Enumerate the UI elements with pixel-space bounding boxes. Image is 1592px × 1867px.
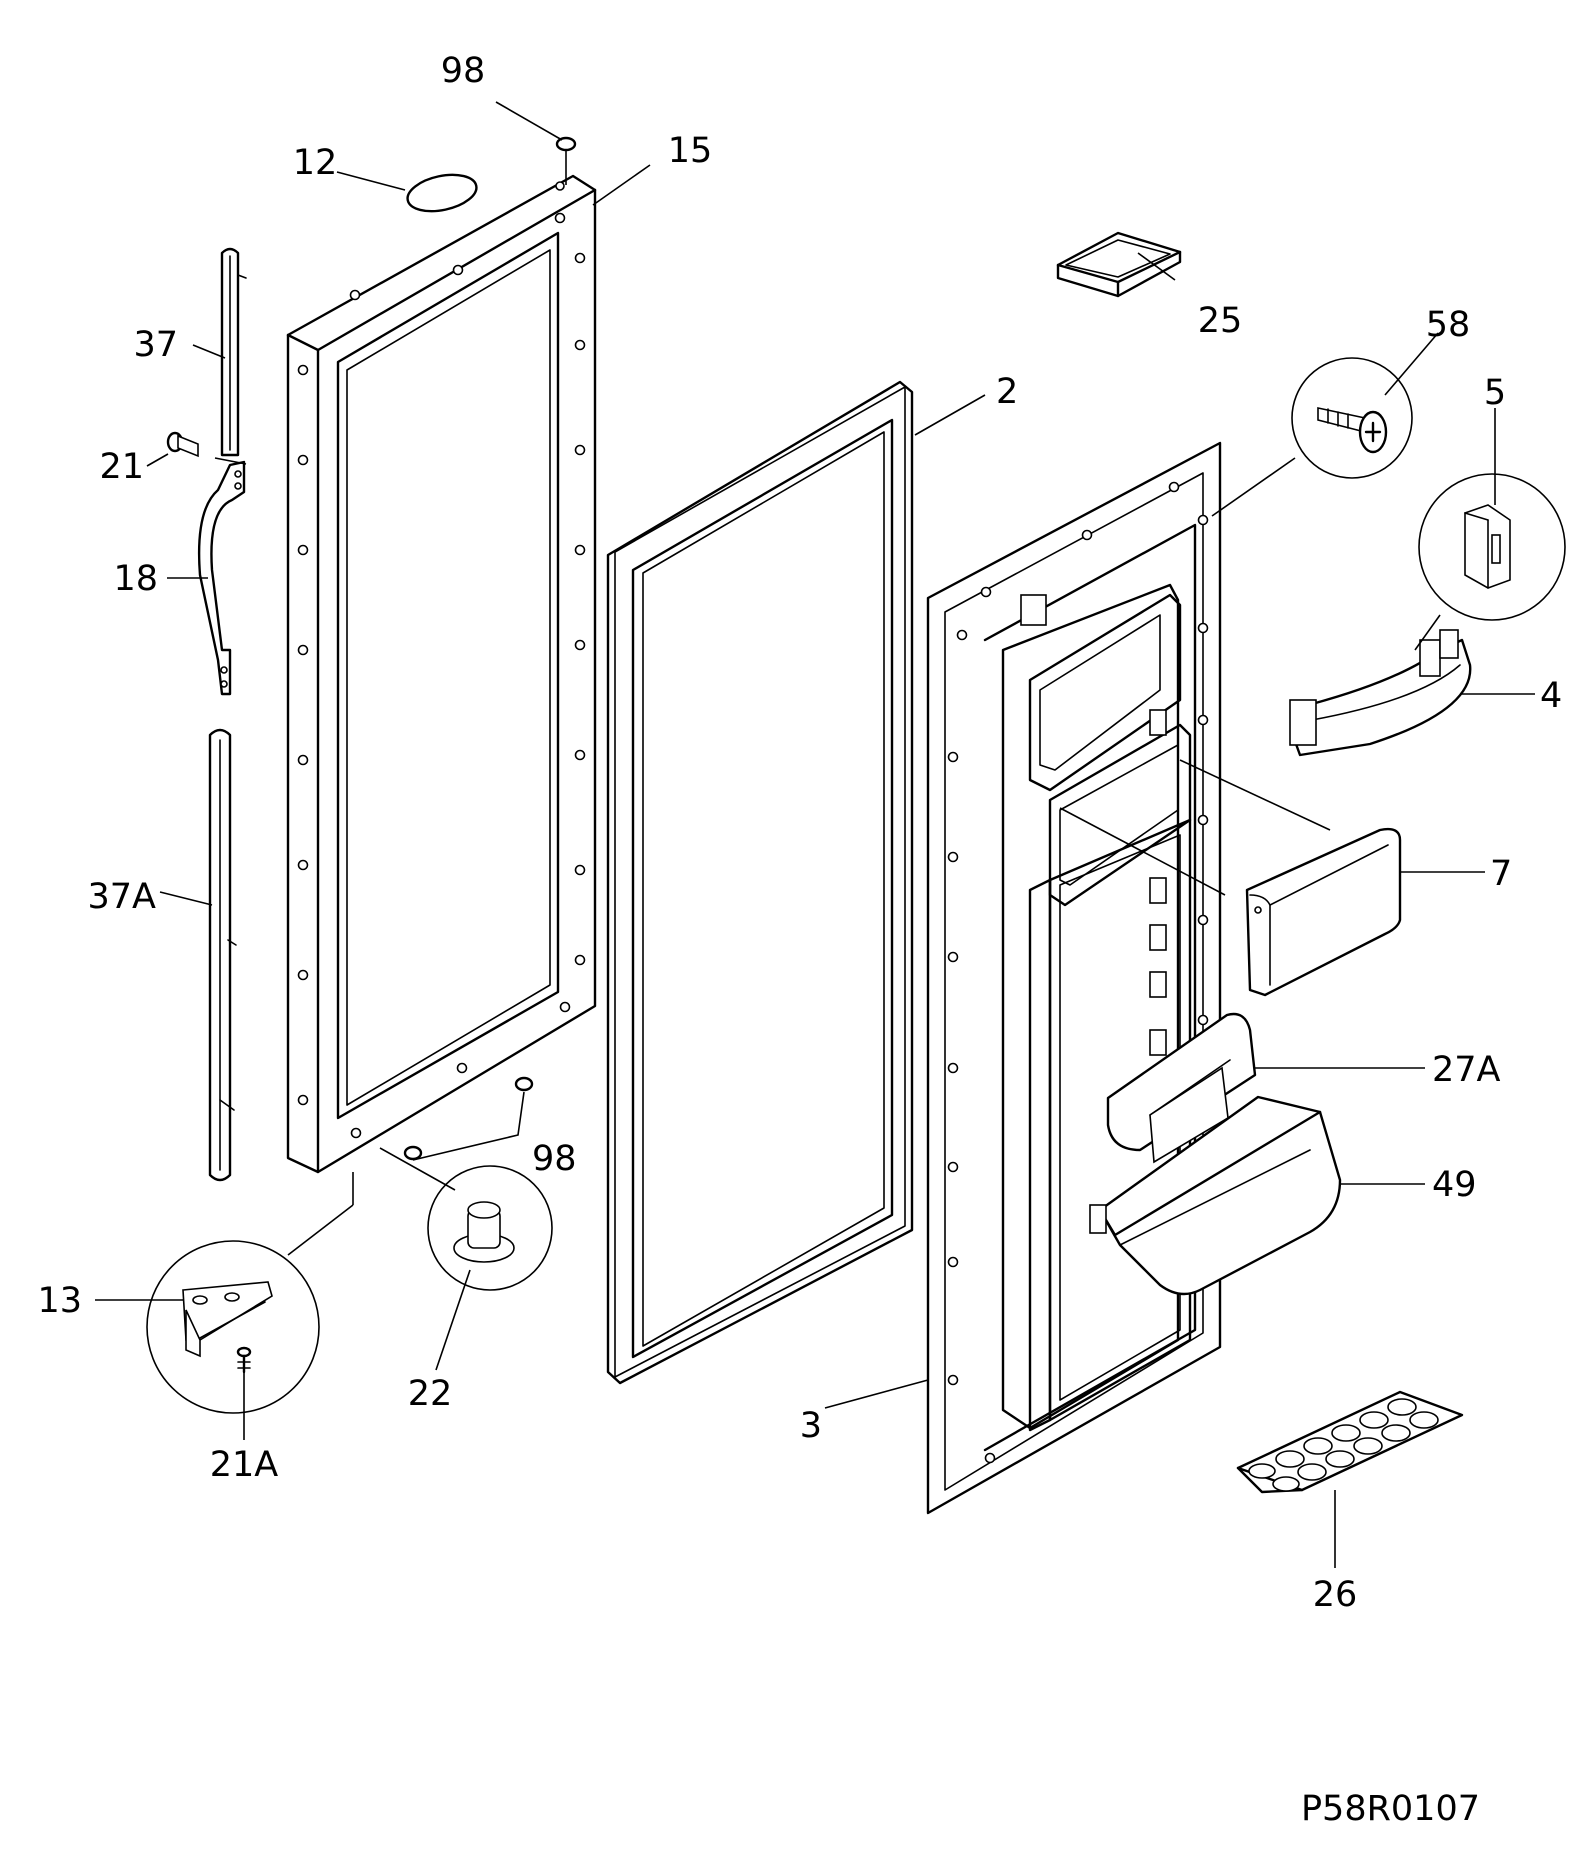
callout-27a: 27A <box>1432 1050 1501 1090</box>
callout-22: 22 <box>408 1374 453 1414</box>
bin-part-49 <box>1089 1095 1342 1296</box>
plug-part-98-top <box>555 136 577 152</box>
callout-12: 12 <box>293 143 338 183</box>
callout-21: 21 <box>99 447 144 487</box>
callout-4: 4 <box>1540 676 1562 716</box>
tray-part-25 <box>1056 231 1182 298</box>
screw-detail-part-58 <box>1291 357 1413 479</box>
door-frame-part-15 <box>286 174 597 1174</box>
plug-part-12 <box>406 173 478 213</box>
clip-detail-part-5 <box>1418 473 1566 621</box>
callout-26: 26 <box>1313 1575 1358 1615</box>
dairy-door-part-7 <box>1245 827 1402 997</box>
bushing-detail-part-22 <box>427 1165 553 1291</box>
callout-5: 5 <box>1484 373 1506 413</box>
egg-cups <box>1248 1398 1439 1492</box>
callout-15: 15 <box>668 131 713 171</box>
egg-tray-part-26 <box>1236 1390 1464 1494</box>
rail-part-37 <box>220 247 247 457</box>
callout-49: 49 <box>1432 1165 1477 1205</box>
rail-part-37a <box>208 728 237 1182</box>
handle-part-18 <box>197 460 246 696</box>
callout-37a: 37A <box>88 877 157 917</box>
door-liner-part-3 <box>926 441 1222 1515</box>
door-frame-holes <box>297 181 586 1139</box>
callout-18: 18 <box>113 559 158 599</box>
callout-3: 3 <box>800 1406 822 1446</box>
callout-7: 7 <box>1490 854 1512 894</box>
callout-labels: 98 12 15 37 21 18 37A 2 25 58 5 4 7 27A … <box>37 51 1562 1615</box>
callout-98-bottom: 98 <box>532 1139 577 1179</box>
callout-13: 13 <box>37 1281 82 1321</box>
plug-part-98-bottom <box>403 1076 534 1161</box>
shelf-rail-part-4 <box>1289 629 1472 757</box>
callout-98-top: 98 <box>441 51 486 91</box>
door-liner-holes <box>947 481 1209 1464</box>
diagram-code: P58R0107 <box>1301 1789 1480 1829</box>
callout-58: 58 <box>1426 305 1471 345</box>
hinge-detail-part-13 <box>146 1240 320 1414</box>
door-gasket-part-2 <box>606 380 914 1385</box>
callout-37: 37 <box>133 325 178 365</box>
callout-25: 25 <box>1198 301 1243 341</box>
callout-21a: 21A <box>210 1445 279 1485</box>
screw-part-21 <box>166 431 199 458</box>
callout-2: 2 <box>996 372 1018 412</box>
leader-lines <box>95 101 1535 1568</box>
